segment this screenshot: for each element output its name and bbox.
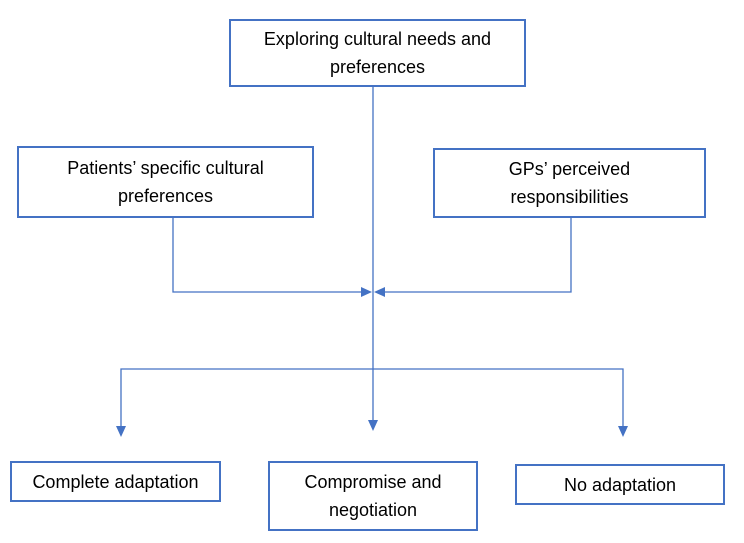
merge-arrowhead-right bbox=[374, 287, 385, 297]
merge-arrowhead-left bbox=[361, 287, 372, 297]
node-complete-adaptation: Complete adaptation bbox=[10, 461, 221, 502]
arrowhead-compromise-negotiation bbox=[368, 420, 378, 431]
connector-gps-to-merge bbox=[384, 218, 572, 293]
node-patients-cultural-preferences-label: Patients’ specific cultural preferences bbox=[67, 158, 264, 206]
connector-patients-to-merge bbox=[172, 218, 362, 293]
node-compromise-negotiation: Compromise and negotiation bbox=[268, 461, 478, 531]
node-gps-perceived-responsibilities-label: GPs’ perceived responsibilities bbox=[508, 159, 631, 207]
node-exploring-cultural-needs-label: Exploring cultural needs and preferences bbox=[263, 29, 492, 77]
connector-branch-bar bbox=[120, 368, 624, 427]
arrowhead-no-adaptation bbox=[618, 426, 628, 437]
node-patients-cultural-preferences: Patients’ specific cultural preferences bbox=[17, 146, 314, 218]
node-compromise-negotiation-label: Compromise and negotiation bbox=[304, 472, 442, 520]
node-no-adaptation: No adaptation bbox=[515, 464, 725, 505]
node-no-adaptation-label: No adaptation bbox=[563, 474, 677, 495]
node-complete-adaptation-label: Complete adaptation bbox=[32, 471, 199, 492]
arrowhead-complete-adaptation bbox=[116, 426, 126, 437]
node-gps-perceived-responsibilities: GPs’ perceived responsibilities bbox=[433, 148, 706, 218]
node-exploring-cultural-needs: Exploring cultural needs and preferences bbox=[229, 19, 526, 87]
